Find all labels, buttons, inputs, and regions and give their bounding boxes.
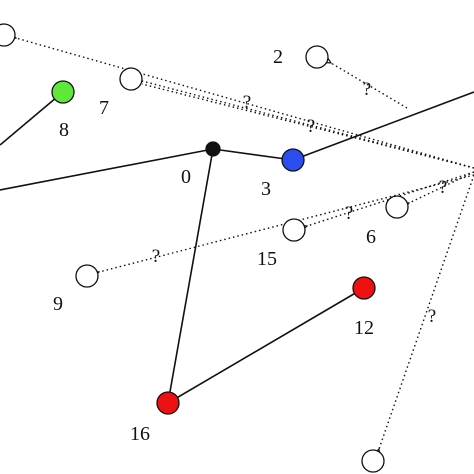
q-label: ?: [345, 203, 353, 224]
node-label-0: 0: [181, 166, 191, 188]
node-label-15: 15: [257, 248, 277, 270]
node-3[interactable]: [281, 148, 305, 172]
q-label: ?: [428, 306, 436, 327]
edge-8-left-exit: [0, 91, 64, 146]
q-label: ?: [307, 116, 315, 137]
dotted-edge-to-7b: [141, 83, 474, 169]
node-6[interactable]: [385, 195, 409, 219]
node-label-16: 16: [130, 423, 150, 445]
node-7[interactable]: [119, 67, 143, 91]
node-2[interactable]: [305, 45, 329, 69]
node-label-3: 3: [261, 178, 271, 200]
node-12[interactable]: [352, 276, 376, 300]
node-label-12: 12: [354, 317, 374, 339]
unknown-edge-labels: ? ? ? ? ? ? ?: [152, 79, 447, 327]
node-8[interactable]: [51, 80, 75, 104]
node-label-9: 9: [53, 293, 63, 315]
nodes: [0, 23, 409, 473]
node-tl[interactable]: [0, 23, 16, 47]
node-label-8: 8: [59, 119, 69, 141]
dotted-edge-to-bot: [379, 174, 474, 449]
dotted-edge-to-tl: [16, 38, 474, 169]
node-label-2: 2: [273, 46, 283, 68]
edge-0-left-exit: [0, 148, 214, 191]
edge-0-16: [167, 148, 214, 404]
node-16[interactable]: [156, 391, 180, 415]
node-9[interactable]: [75, 264, 99, 288]
edge-3-right-exit: [292, 91, 474, 161]
dotted-edge-to-7a: [142, 81, 474, 169]
node-15[interactable]: [282, 218, 306, 242]
dotted-edge-to-6: [409, 171, 474, 203]
edge-16-12: [167, 287, 365, 404]
q-label: ?: [439, 177, 447, 198]
node-bot[interactable]: [361, 449, 385, 473]
node-label-7: 7: [99, 97, 109, 119]
q-label: ?: [152, 246, 160, 267]
node-0[interactable]: [205, 141, 221, 157]
q-label: ?: [243, 92, 251, 113]
dotted-edge-to-2: [331, 63, 408, 109]
node-labels: 2 7 8 0 3 6 15 9 12 16: [53, 46, 376, 445]
q-label: ?: [363, 79, 371, 100]
edge-0-3: [212, 148, 294, 161]
node-label-6: 6: [366, 226, 376, 248]
solid-edges: [0, 91, 474, 404]
